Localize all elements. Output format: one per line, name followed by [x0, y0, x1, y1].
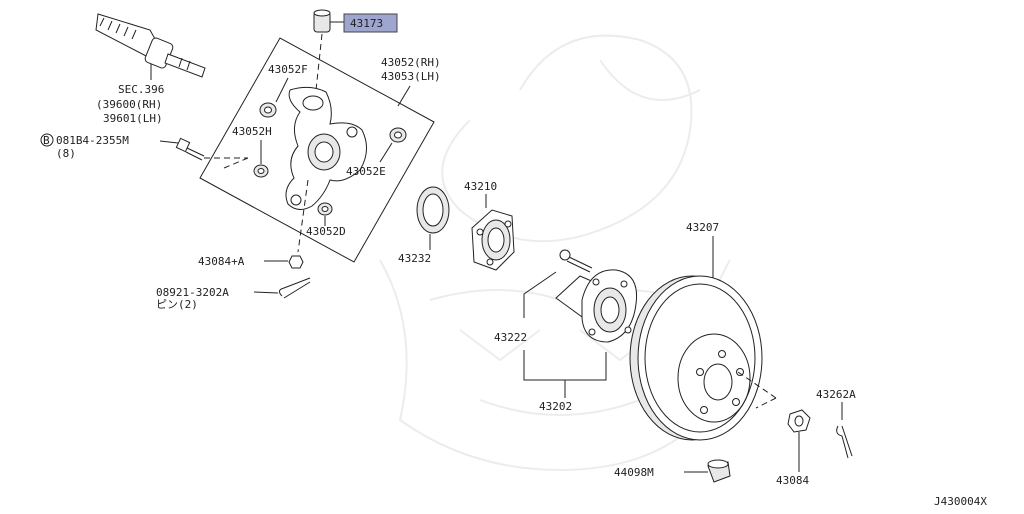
part-43052h-label[interactable]: 43052H — [232, 125, 272, 138]
part-43222-label[interactable]: 43222 — [494, 331, 527, 344]
part-44098m-label[interactable]: 44098M — [614, 466, 654, 479]
disc-43207 — [629, 275, 763, 441]
part-43053-lh-label[interactable]: 43053(LH) — [381, 70, 441, 83]
part-43052f-label[interactable]: 43052F — [268, 63, 308, 76]
cotter-pin-43262a — [836, 425, 853, 459]
pin-08921-label[interactable]: 08921-3202A — [156, 286, 229, 299]
bushing-43052f — [259, 102, 277, 118]
drive-shaft — [95, 13, 206, 80]
bolt-marker-letter: B — [43, 134, 50, 147]
sec396-label[interactable]: SEC.396 — [118, 83, 164, 96]
seal-43232 — [416, 186, 450, 234]
part-43052-rh-label[interactable]: 43052(RH) — [381, 56, 441, 69]
bearing-43210 — [471, 209, 515, 271]
part-43210-label[interactable]: 43210 — [464, 180, 497, 193]
cotter-pin-08921 — [278, 277, 311, 299]
nut-43084a — [288, 255, 304, 269]
part-43084-label[interactable]: 43084 — [776, 474, 809, 487]
part-39601-label[interactable]: 39601(LH) — [103, 112, 163, 125]
part-43173-highlight — [343, 13, 398, 33]
knuckle-box — [199, 37, 435, 263]
hub-bolt-43222 — [559, 249, 593, 273]
bushing-43052e — [389, 127, 407, 143]
part-43207-label[interactable]: 43207 — [686, 221, 719, 234]
part-43052d-label[interactable]: 43052D — [306, 225, 346, 238]
nut-43084 — [787, 409, 811, 433]
part-43052e-label[interactable]: 43052E — [346, 165, 386, 178]
bolt-marker-circle — [40, 133, 54, 147]
bushing-43052d — [317, 202, 333, 216]
part-43262a-label[interactable]: 43262A — [816, 388, 856, 401]
part-43232-label[interactable]: 43232 — [398, 252, 431, 265]
knuckle — [285, 86, 367, 210]
hub-43202 — [555, 269, 638, 343]
plug-44098m — [707, 459, 731, 483]
part-43202-label[interactable]: 43202 — [539, 400, 572, 413]
bushing-43052h — [253, 164, 269, 178]
diagram-id: J430004X — [934, 495, 987, 508]
bolt-qty-label: (8) — [56, 147, 76, 160]
part-43173-label[interactable]: 43173 — [350, 17, 383, 30]
part-39600-label[interactable]: (39600(RH) — [96, 98, 162, 111]
bushing-43173 — [313, 9, 331, 33]
bolt-081b4 — [175, 137, 205, 161]
part-43084a-label[interactable]: 43084+A — [198, 255, 245, 268]
pin-qty-label: ピン(2) — [156, 298, 198, 311]
bolt-label[interactable]: 081B4-2355M — [56, 134, 129, 147]
